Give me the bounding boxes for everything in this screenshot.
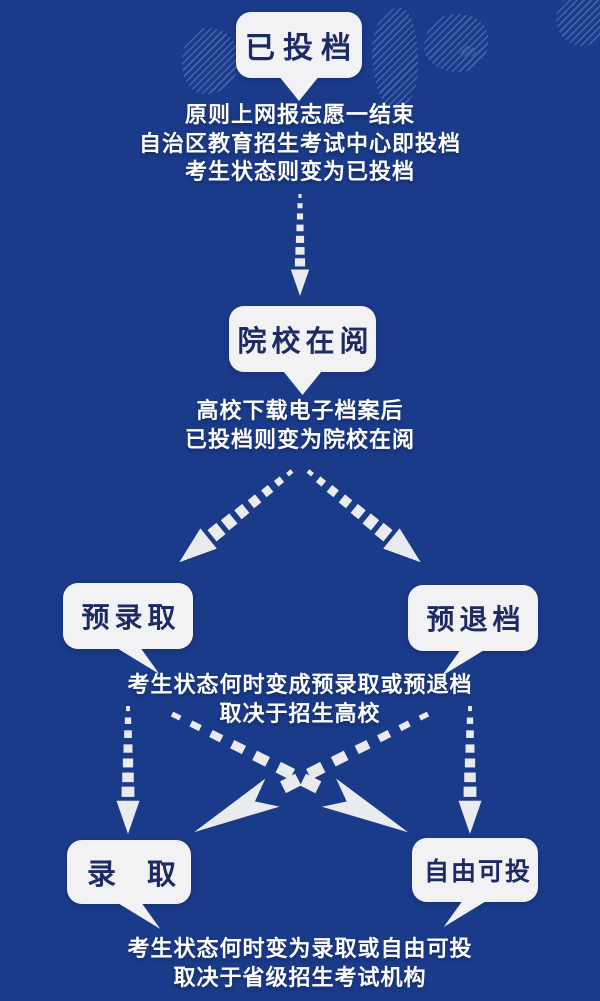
status-label-reviewing: 院校在阅 — [237, 326, 374, 358]
status-label-prereject: 预退档 — [426, 605, 526, 636]
status-label-submitted: 已投档 — [245, 32, 359, 65]
status-label-admitted: 录 取 — [86, 859, 177, 891]
status-bubble-admitted: 录 取 — [67, 840, 191, 929]
note-line: 考生状态何时变为录取或自由可投 — [127, 937, 473, 962]
arrow-reviewing-to-preadmit — [171, 460, 301, 573]
note-line: 已投档则变为院校在阅 — [184, 427, 415, 453]
note-line: 取决于招生高校 — [219, 701, 381, 727]
note-submitted: 原则上网报志愿一结束 自治区教育招生考试中心即投档 考生状态则变为已投档 — [0, 102, 600, 188]
status-bubble-free: 自由可投 — [412, 838, 538, 927]
world-map-decoration — [460, 46, 476, 57]
status-bubble-submitted: 已投档 — [236, 12, 362, 101]
note-line: 自治区教育招生考试中心即投档 — [138, 131, 461, 157]
note-line: 原则上网报志愿一结束 — [184, 103, 415, 128]
status-label-free: 自由可投 — [423, 859, 532, 886]
note-final-branch: 考生状态何时变为录取或自由可投 取决于省级招生考试机构 — [0, 936, 600, 993]
arrow-reviewing-to-prereject — [299, 460, 429, 573]
status-bubble-reviewing: 院校在阅 — [229, 306, 376, 395]
world-map-decoration — [424, 14, 488, 72]
world-map-decoration — [372, 8, 418, 108]
status-bubble-prereject: 预退档 — [408, 585, 538, 676]
note-pre-branch: 考生状态何时变成预录取或预退档 取决于招生高校 — [0, 672, 600, 729]
world-map-decoration — [556, 0, 600, 46]
note-reviewing: 高校下载电子档案后 已投档则变为院校在阅 — [0, 398, 600, 455]
note-line: 高校下载电子档案后 — [196, 399, 404, 424]
arrow-submitted-to-reviewing — [290, 194, 310, 296]
note-line: 考生状态则变为已投档 — [184, 160, 415, 185]
world-map-decoration — [182, 28, 238, 94]
note-line: 取决于省级招生考试机构 — [173, 965, 427, 991]
status-bubble-preadmit: 预录取 — [63, 583, 193, 674]
status-label-preadmit: 预录取 — [81, 603, 181, 634]
note-line: 考生状态何时变成预录取或预退档 — [127, 673, 473, 698]
